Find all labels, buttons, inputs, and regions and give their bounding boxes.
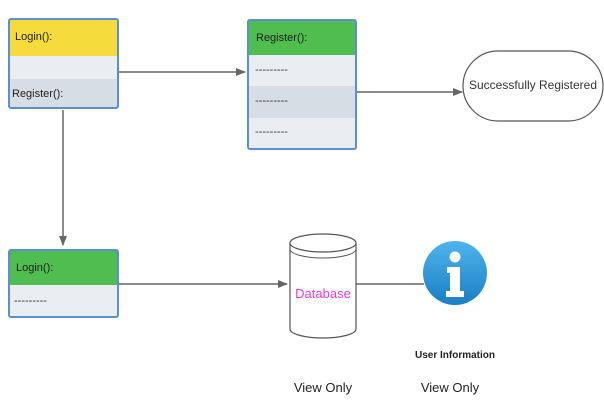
login-register-header-label: Login(): [15, 31, 52, 43]
database-top-inner [289, 248, 357, 259]
register-box-row3 [248, 118, 356, 149]
database-caption: View Only [294, 380, 353, 395]
register-box-row1 [248, 55, 356, 86]
user-info-node[interactable]: User Information [415, 241, 495, 361]
register-row1-label: --------- [255, 64, 288, 76]
login-register-box-header [9, 19, 118, 56]
login-register-box[interactable]: Login(): Register(): [8, 18, 119, 109]
info-icon-dot [449, 251, 461, 263]
register-box-row2 [248, 86, 356, 118]
database-top [289, 233, 357, 253]
login-box-row [9, 285, 118, 317]
success-terminal[interactable]: Successfully Registered [462, 50, 604, 122]
login-register-box-row1 [9, 56, 118, 79]
user-info-caption: View Only [421, 380, 480, 395]
login-row-label: --------- [14, 295, 47, 307]
login-register-box-border [8, 18, 119, 109]
database-body [289, 243, 357, 339]
login-register-box-row2 [9, 79, 118, 108]
login-box[interactable]: Login(): --------- [8, 249, 119, 318]
user-info-label: User Information [415, 350, 495, 361]
register-box-border [247, 19, 357, 150]
register-row2-label: --------- [255, 95, 288, 107]
register-box-header [248, 20, 356, 55]
register-box[interactable]: Register(): --------- --------- --------… [247, 19, 357, 150]
database-label: Database [295, 286, 351, 301]
login-header-label: Login(): [16, 262, 53, 274]
register-header-label: Register(): [256, 32, 307, 44]
login-box-header [9, 250, 118, 285]
success-terminal-shape [462, 50, 604, 122]
info-icon-stem [446, 267, 464, 297]
database-cylinder[interactable]: Database [289, 233, 357, 339]
login-register-row2-label: Register(): [12, 88, 63, 100]
login-box-border [8, 249, 119, 318]
register-row3-label: --------- [255, 126, 288, 138]
success-terminal-label: Successfully Registered [469, 78, 597, 92]
